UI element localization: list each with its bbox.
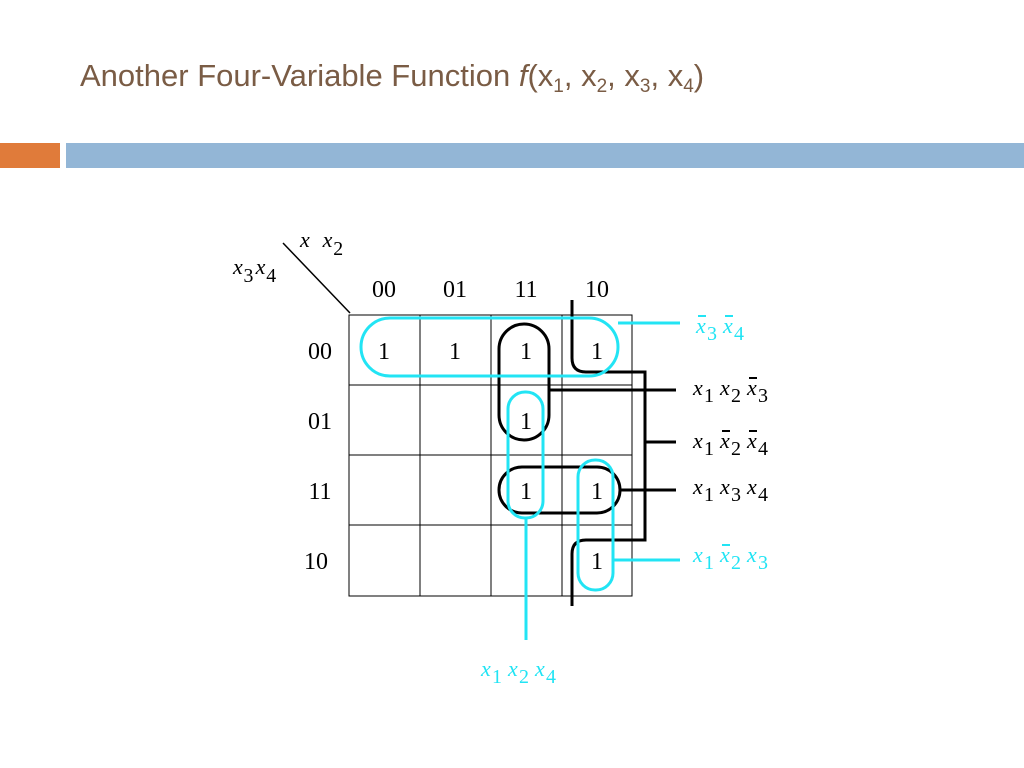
- title-arg-2: , x: [563, 58, 597, 93]
- term-sub: 2: [519, 666, 529, 688]
- title-arg-2-sub: 2: [596, 76, 608, 97]
- title-close: ): [693, 58, 705, 93]
- row-var-label-sub: 4: [266, 265, 276, 287]
- col-var-label-var: x: [322, 227, 333, 252]
- cell-value: 1: [520, 409, 532, 435]
- term-sub: 1: [704, 484, 714, 506]
- cell-value: 1: [378, 339, 390, 365]
- row-header-01: 01: [308, 409, 332, 435]
- header-bar-blue: [66, 143, 1024, 168]
- term-sub: 2: [731, 552, 741, 574]
- term-var: x: [719, 428, 730, 453]
- cell-value: 1: [520, 479, 532, 505]
- cell-value: 1: [520, 339, 532, 365]
- term-sub: 3: [731, 484, 741, 506]
- term-sub: 3: [758, 552, 768, 574]
- term-var: x: [534, 656, 545, 681]
- title-arg-4-sub: 4: [683, 76, 694, 97]
- term-sub: 4: [758, 438, 768, 460]
- row-var-label-var: x: [232, 254, 243, 279]
- term-var: x: [692, 474, 703, 499]
- col-var-label-sub: 2: [333, 238, 343, 260]
- term-var: x: [719, 375, 730, 400]
- cell-value: 1: [591, 339, 603, 365]
- term-sub: 2: [731, 385, 741, 407]
- term-var: x: [507, 656, 518, 681]
- cell-value: 1: [591, 549, 603, 575]
- row-var-label-sub: 3: [244, 265, 254, 287]
- term-sub: 4: [734, 323, 744, 345]
- term-sub: 1: [492, 666, 502, 688]
- col-header-00: 00: [372, 277, 396, 303]
- cell-value: 1: [449, 339, 461, 365]
- group-x3bar-x4bar: [359, 316, 620, 378]
- group-x1-x2bar-x4bar-wraparound: [570, 300, 647, 606]
- term-sub: 4: [546, 666, 556, 688]
- col-header-10: 10: [585, 277, 609, 303]
- black-groupings: [497, 300, 676, 606]
- title-function-name: f: [518, 58, 528, 93]
- row-header-10: 10: [304, 549, 328, 575]
- kmap-grid: [348, 314, 633, 597]
- term-var: x: [695, 313, 706, 338]
- kmap-corner-diagonal: [282, 242, 351, 314]
- row-header-11: 11: [308, 479, 331, 505]
- term-var: x: [719, 474, 730, 499]
- term-var: x: [722, 313, 733, 338]
- row-var-label-var: x: [255, 254, 266, 279]
- title-arg-1-sub: 1: [553, 76, 564, 97]
- term-var: x: [692, 428, 703, 453]
- term-var: x: [719, 542, 730, 567]
- cell-value: 1: [591, 479, 603, 505]
- header-bar-orange: [0, 143, 60, 168]
- group-x1-x2-x3bar: [497, 322, 551, 442]
- col-header-01: 01: [443, 277, 467, 303]
- row-header-00: 00: [308, 339, 332, 365]
- group-x1-x2bar-x3: [576, 458, 615, 592]
- term-var: x: [746, 375, 757, 400]
- term-sub: 1: [704, 438, 714, 460]
- title-arg-3-sub: 3: [639, 76, 651, 97]
- term-sub: 1: [704, 385, 714, 407]
- col-var-label-var: x: [299, 227, 310, 252]
- term-var: x: [746, 474, 757, 499]
- term-var: x: [746, 542, 757, 567]
- slide-title: Another Four-Variable Function f(x1, x2,…: [80, 58, 704, 98]
- title-text: Another Four-Variable Function: [80, 58, 519, 93]
- title-arg-4: , x: [650, 58, 684, 93]
- term-var: x: [746, 428, 757, 453]
- term-sub: 1: [704, 552, 714, 574]
- term-sub: 3: [758, 385, 768, 407]
- title-arg-1: (x: [527, 58, 554, 93]
- term-var: x: [480, 656, 491, 681]
- term-var: x: [692, 375, 703, 400]
- term-var: x: [692, 542, 703, 567]
- col-header-11: 11: [514, 277, 537, 303]
- term-sub: 3: [707, 323, 717, 345]
- term-sub: 4: [758, 484, 768, 506]
- cyan-groupings: [359, 316, 680, 640]
- term-sub: 2: [731, 438, 741, 460]
- title-arg-3: , x: [607, 58, 640, 93]
